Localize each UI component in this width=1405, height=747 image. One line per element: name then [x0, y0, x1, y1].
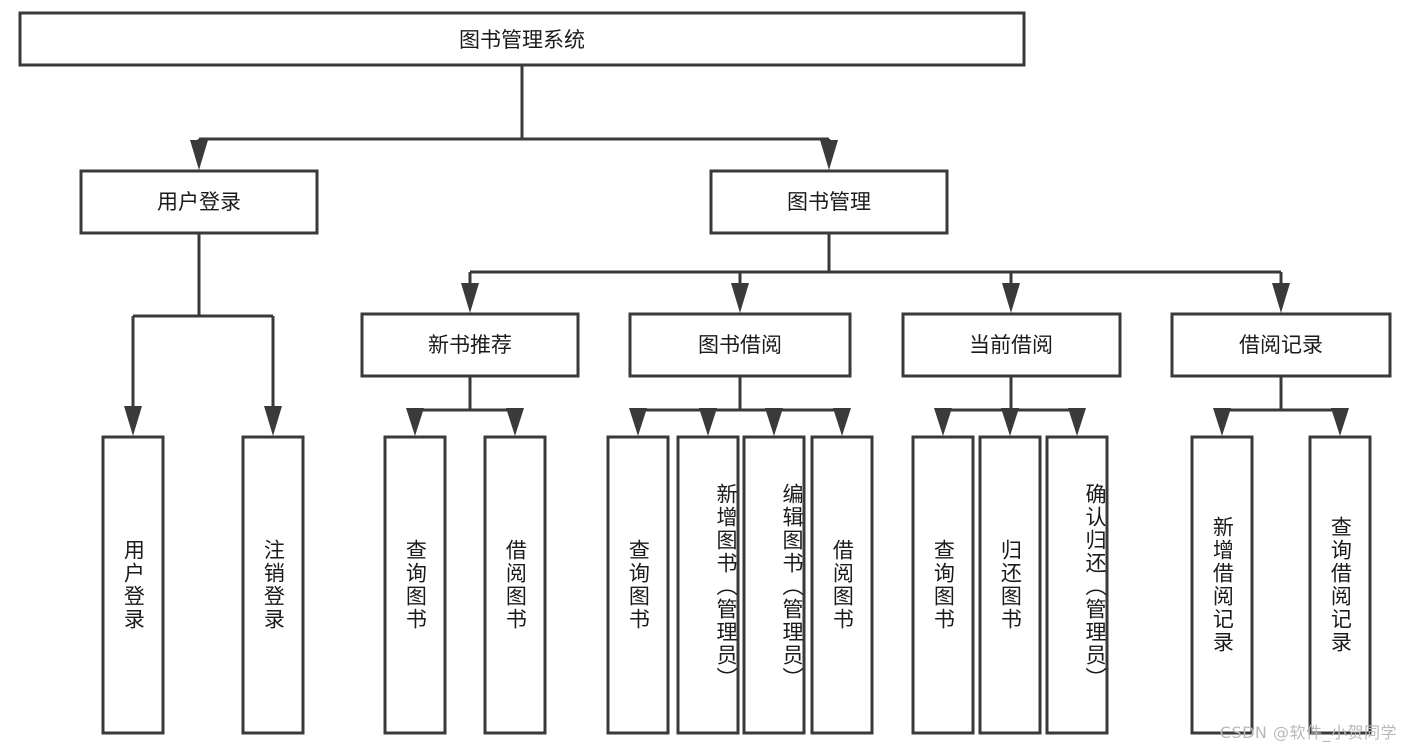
arrow-head-icon [934, 408, 952, 436]
arrow-head-icon [1002, 283, 1020, 313]
connector-group-book-borrow [629, 376, 851, 436]
node-user-login-box[interactable] [79, 169, 319, 235]
arrow-head-icon [506, 408, 524, 436]
node-root-box[interactable] [18, 11, 1026, 67]
node-new-book-recommend-box[interactable] [360, 312, 580, 378]
arrow-head-icon [629, 408, 647, 436]
arrow-head-icon [1331, 408, 1349, 436]
leaf-box-logout-login[interactable] [241, 435, 305, 735]
connector-group-book-mgmt [461, 233, 1290, 313]
arrow-head-icon [461, 283, 479, 313]
arrow-head-icon [833, 408, 851, 436]
node-borrow-record[interactable]: 借阅记录 [1170, 312, 1392, 378]
leaf-box-return-book[interactable] [978, 435, 1042, 735]
node-borrow-record-box[interactable] [1170, 312, 1392, 378]
node-book-management-box[interactable] [709, 169, 949, 235]
connector-group-user-login [124, 233, 282, 436]
node-new-book-recommend[interactable]: 新书推荐 [360, 312, 580, 378]
csdn-watermark: CSDN @软件_小贺同学 [1219, 723, 1397, 742]
leaf-box-query-book-current[interactable] [911, 435, 975, 735]
node-book-borrow-box[interactable] [628, 312, 852, 378]
arrow-head-icon [1213, 408, 1231, 436]
arrow-head-icon [1272, 283, 1290, 313]
leaf-box-borrow-book[interactable] [810, 435, 874, 735]
arrow-head-icon [406, 408, 424, 436]
arrow-head-icon [190, 140, 208, 170]
arrow-head-icon [264, 406, 282, 436]
node-current-borrow-box[interactable] [901, 312, 1122, 378]
node-user-login-label: 用户登录 [157, 190, 241, 214]
leaf-box-edit-book-admin[interactable] [742, 435, 806, 735]
arrow-head-icon [1001, 408, 1019, 436]
leaf-box-query-borrow-record[interactable] [1308, 435, 1372, 735]
arrow-head-icon [765, 408, 783, 436]
node-root[interactable]: 图书管理系统 [18, 11, 1026, 67]
connector-group-current-borrow [934, 376, 1086, 436]
leaf-box-group [101, 435, 1372, 735]
node-user-login[interactable]: 用户登录 [79, 169, 319, 235]
node-new-book-recommend-label: 新书推荐 [428, 333, 512, 357]
arrow-head-icon [731, 283, 749, 313]
node-root-label: 图书管理系统 [459, 28, 585, 52]
leaf-box-query-book-borrow[interactable] [606, 435, 670, 735]
node-book-borrow[interactable]: 图书借阅 [628, 312, 852, 378]
node-book-borrow-label: 图书借阅 [698, 333, 782, 357]
node-current-borrow[interactable]: 当前借阅 [901, 312, 1122, 378]
connector-group-root [190, 65, 838, 170]
connector-group-borrow-record [1213, 376, 1349, 436]
leaf-box-add-book-admin[interactable] [676, 435, 740, 735]
leaf-box-borrow-book-new[interactable] [483, 435, 547, 735]
node-book-management-label: 图书管理 [787, 190, 871, 214]
arrow-head-icon [820, 140, 838, 170]
leaf-box-confirm-return-admin[interactable] [1045, 435, 1109, 735]
node-borrow-record-label: 借阅记录 [1239, 333, 1323, 357]
arrow-head-icon [1068, 408, 1086, 436]
connector-group-new-book [406, 376, 524, 436]
node-current-borrow-label: 当前借阅 [969, 333, 1053, 357]
leaf-box-add-borrow-record[interactable] [1190, 435, 1254, 735]
arrow-head-icon [124, 406, 142, 436]
node-book-management[interactable]: 图书管理 [709, 169, 949, 235]
arrow-head-icon [699, 408, 717, 436]
leaf-box-query-book-new[interactable] [383, 435, 447, 735]
leaf-box-user-login[interactable] [101, 435, 165, 735]
